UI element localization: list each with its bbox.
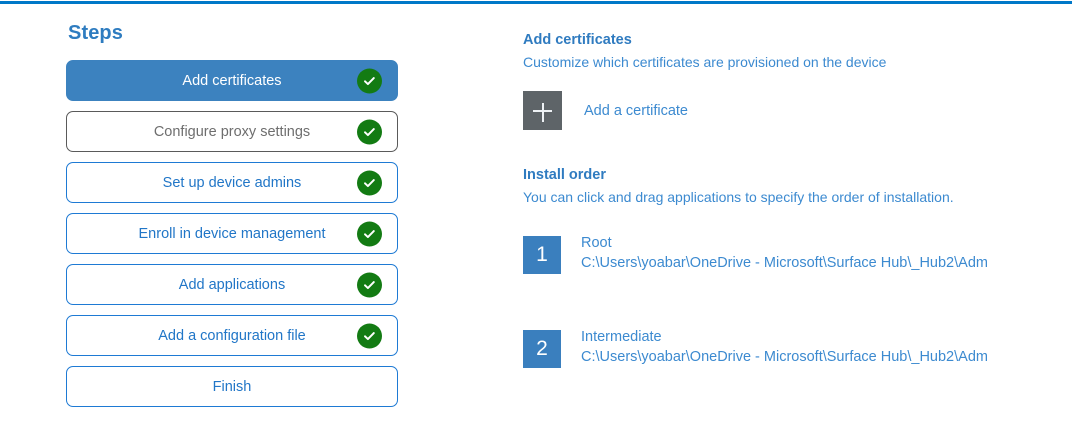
- check-circle-icon: [357, 221, 382, 246]
- plus-icon: [523, 91, 562, 130]
- step-button-finish[interactable]: Finish: [66, 366, 398, 407]
- order-number-badge: 1: [523, 236, 561, 274]
- step-label: Set up device admins: [162, 174, 302, 191]
- install-order-list: 1 Root C:\Users\yoabar\OneDrive - Micros…: [523, 234, 1063, 368]
- detail-pane-subtitle: Customize which certificates are provisi…: [523, 54, 887, 70]
- check-circle-icon: [357, 170, 382, 195]
- order-item-text: Root C:\Users\yoabar\OneDrive - Microsof…: [581, 234, 988, 273]
- add-certificate-label: Add a certificate: [584, 102, 688, 119]
- list-item[interactable]: 2 Intermediate C:\Users\yoabar\OneDrive …: [523, 328, 1063, 368]
- step-button-configure-proxy-settings[interactable]: Configure proxy settings: [66, 111, 398, 152]
- step-button-add-a-configuration-file[interactable]: Add a configuration file: [66, 315, 398, 356]
- check-circle-icon: [357, 68, 382, 93]
- detail-pane-title: Add certificates: [523, 32, 632, 48]
- step-label: Add applications: [178, 276, 286, 293]
- add-certificate-button[interactable]: Add a certificate: [523, 91, 1063, 130]
- install-order-subtitle: You can click and drag applications to s…: [523, 189, 954, 205]
- order-item-name: Intermediate: [581, 329, 662, 345]
- step-label: Finish: [212, 378, 252, 395]
- step-label: Add certificates: [182, 72, 282, 89]
- step-label: Configure proxy settings: [153, 123, 311, 140]
- order-item-name: Root: [581, 235, 612, 251]
- detail-pane: Add certificates Customize which certifi…: [523, 31, 1063, 368]
- check-circle-icon: [357, 119, 382, 144]
- step-label: Enroll in device management: [138, 225, 326, 242]
- step-list: Add certificates Configure proxy setting…: [66, 60, 398, 407]
- steps-panel: Steps Add certificates Configure proxy s…: [66, 22, 398, 407]
- check-circle-icon: [357, 323, 382, 348]
- check-circle-icon: [357, 272, 382, 297]
- order-number-badge: 2: [523, 330, 561, 368]
- order-item-path: C:\Users\yoabar\OneDrive - Microsoft\Sur…: [581, 349, 988, 365]
- step-label: Add a configuration file: [158, 327, 306, 344]
- step-button-set-up-device-admins[interactable]: Set up device admins: [66, 162, 398, 203]
- top-accent-rule: [0, 1, 1072, 4]
- order-item-path: C:\Users\yoabar\OneDrive - Microsoft\Sur…: [581, 255, 988, 271]
- step-button-add-applications[interactable]: Add applications: [66, 264, 398, 305]
- step-button-enroll-in-device-management[interactable]: Enroll in device management: [66, 213, 398, 254]
- list-item[interactable]: 1 Root C:\Users\yoabar\OneDrive - Micros…: [523, 234, 1063, 274]
- order-item-text: Intermediate C:\Users\yoabar\OneDrive - …: [581, 328, 988, 367]
- step-button-add-certificates[interactable]: Add certificates: [66, 60, 398, 101]
- install-order-title: Install order: [523, 167, 606, 183]
- steps-heading: Steps: [68, 22, 123, 44]
